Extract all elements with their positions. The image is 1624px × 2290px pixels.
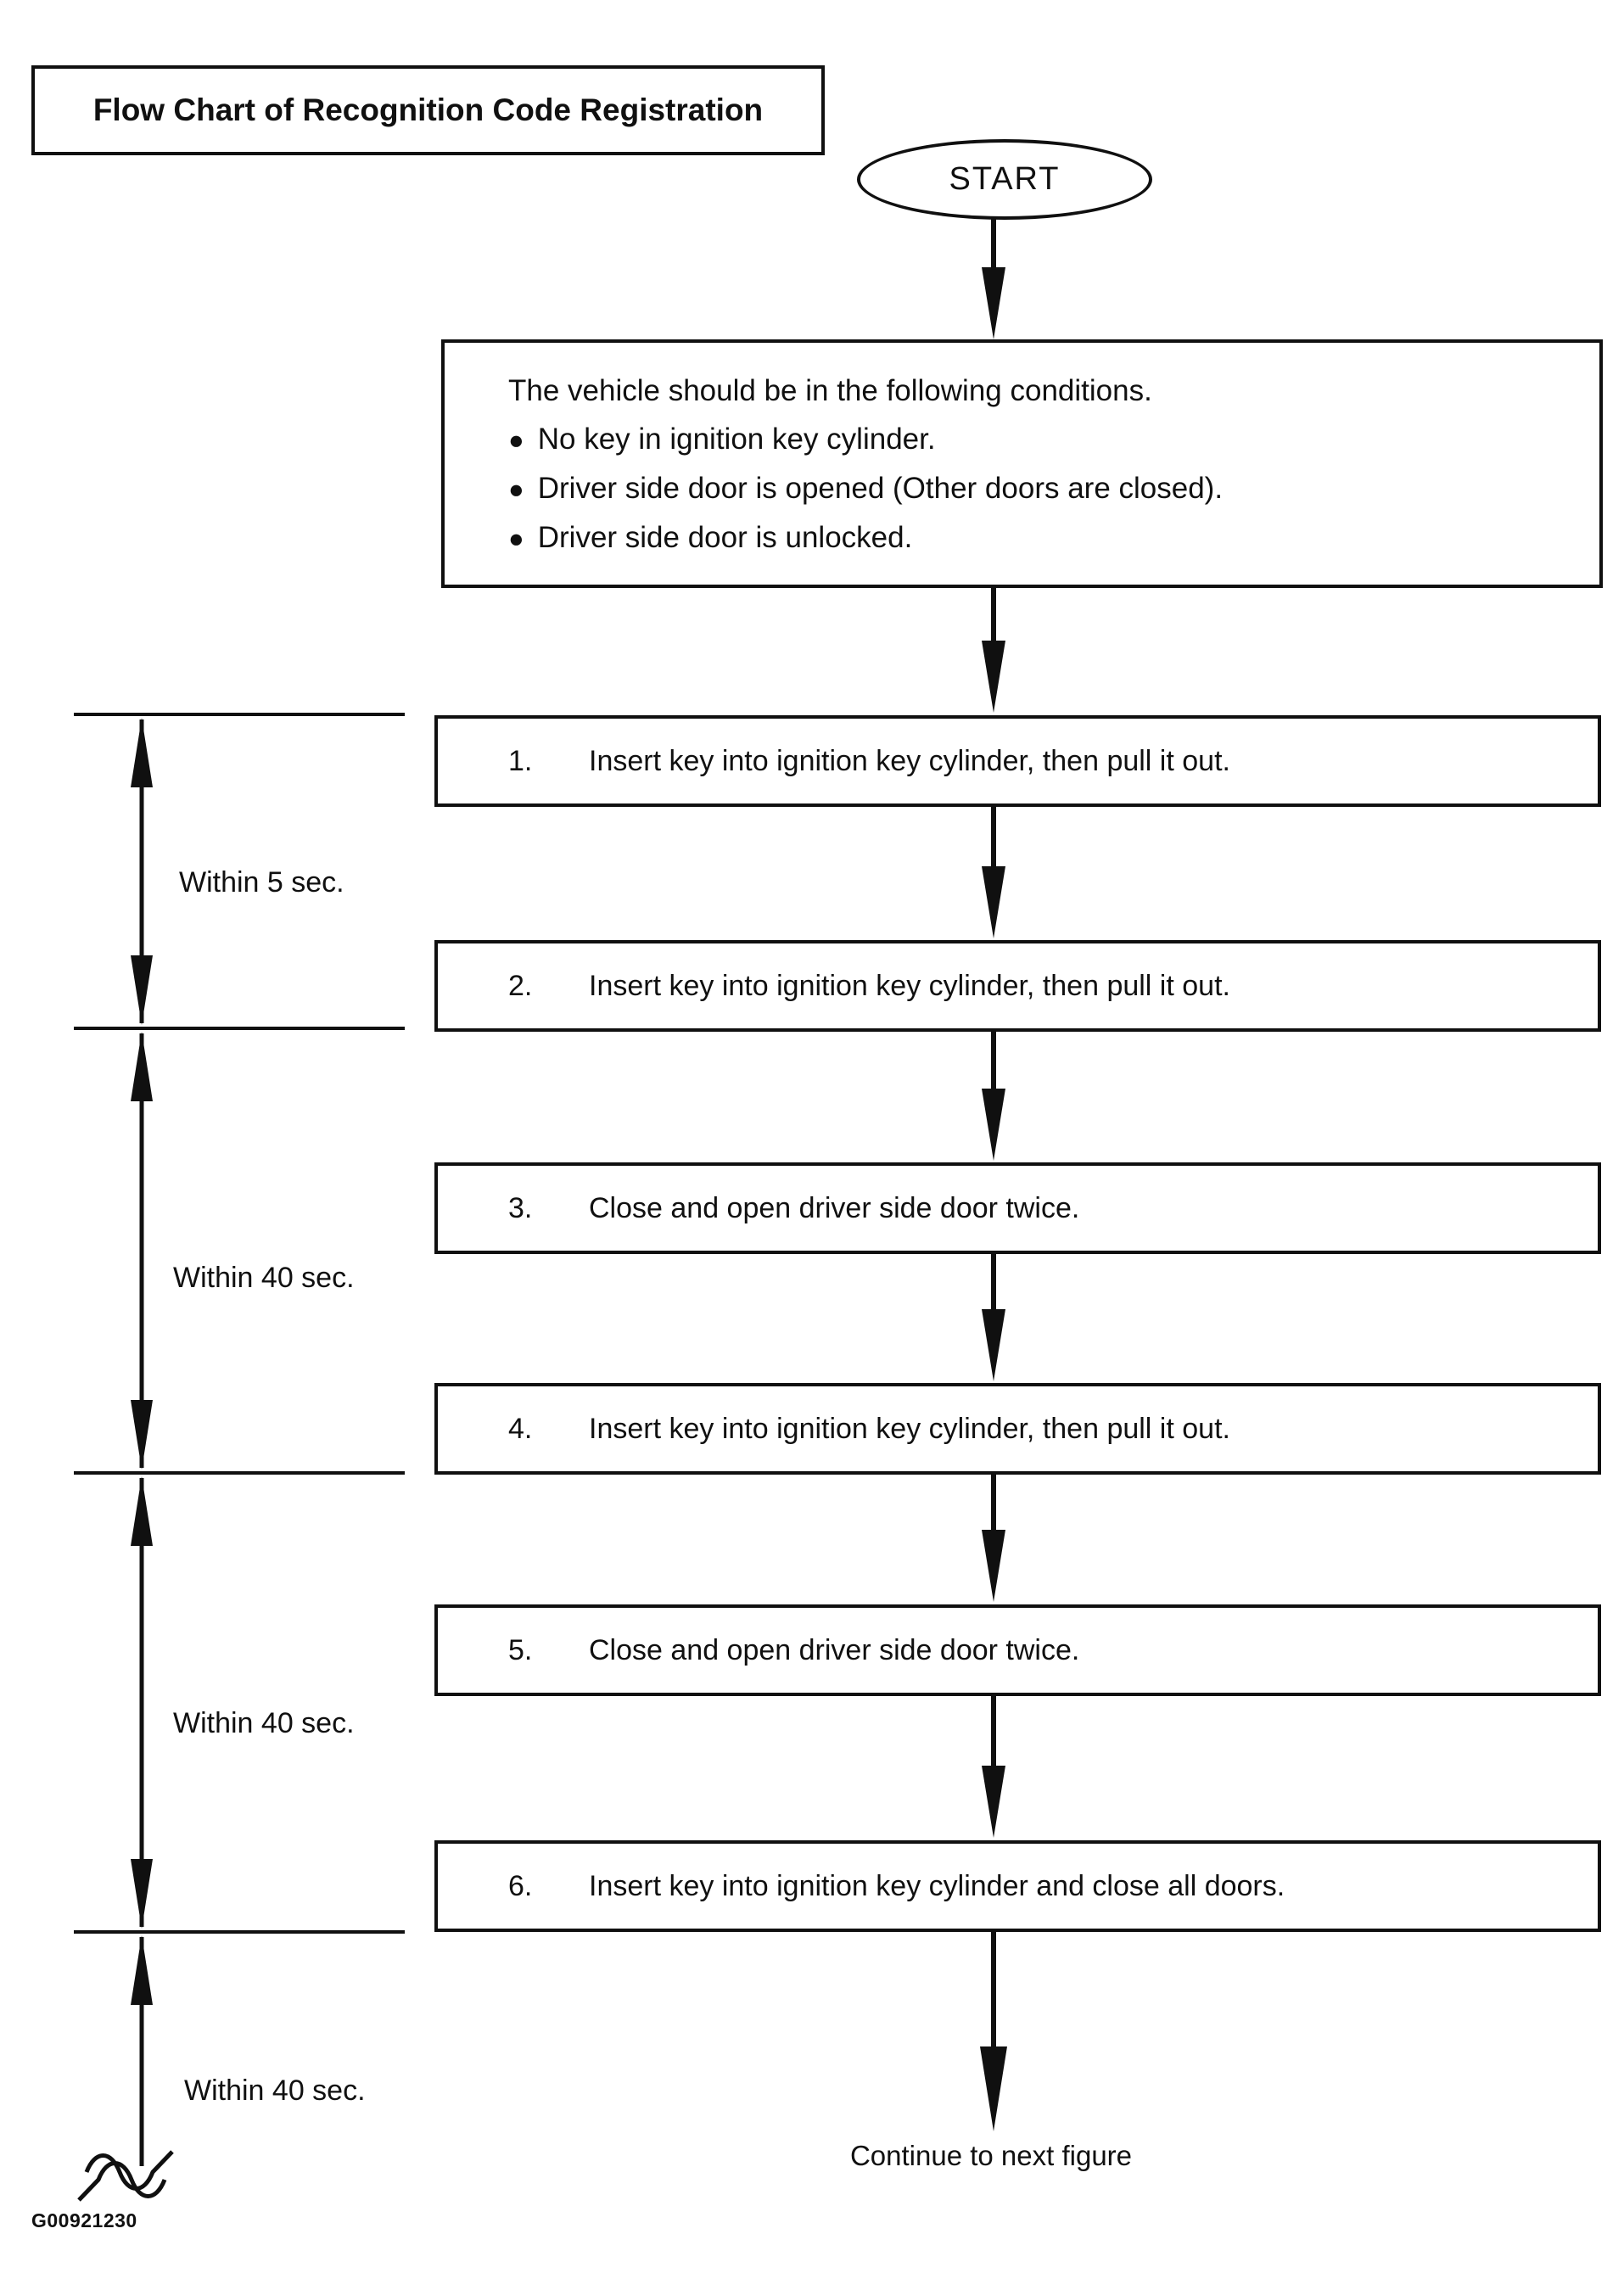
step-number: 3. xyxy=(508,1191,533,1224)
step-number: 5. xyxy=(508,1633,533,1666)
bullet-icon: ● xyxy=(508,425,524,455)
condition-text: Driver side door is unlocked. xyxy=(537,521,913,554)
step-text: Close and open driver side door twice. xyxy=(589,1633,1080,1666)
step-box-5: 5. Close and open driver side door twice… xyxy=(434,1604,1601,1696)
step-text: Insert key into ignition key cylinder, t… xyxy=(589,744,1230,777)
flow-arrow-start-to-conditions xyxy=(982,219,1005,339)
title-box: Flow Chart of Recognition Code Registrat… xyxy=(31,65,825,155)
condition-item: ● Driver side door is opened (Other doors… xyxy=(508,464,1582,513)
step-box-4: 4. Insert key into ignition key cylinder… xyxy=(434,1383,1601,1475)
step-number: 4. xyxy=(508,1412,533,1445)
start-label: START xyxy=(949,161,1061,197)
flow-arrow-step5-to-step6 xyxy=(982,1696,1005,1838)
step-box-2: 2. Insert key into ignition key cylinder… xyxy=(434,940,1601,1032)
start-node: START xyxy=(857,139,1152,220)
step-text: Close and open driver side door twice. xyxy=(589,1191,1080,1224)
timer-label-within-40-sec-2: Within 40 sec. xyxy=(173,1707,355,1739)
conditions-intro: The vehicle should be in the following c… xyxy=(508,374,1152,407)
step-number: 1. xyxy=(508,744,533,777)
figure-code: G00921230 xyxy=(31,2209,137,2231)
flow-arrow-step3-to-step4 xyxy=(982,1254,1005,1381)
timer-arrow-within-40-sec-1 xyxy=(131,1032,153,1470)
flow-arrow-step1-to-step2 xyxy=(982,807,1005,938)
step-text: Insert key into ignition key cylinder, t… xyxy=(589,969,1230,1002)
step-box-3: 3. Close and open driver side door twice… xyxy=(434,1162,1601,1254)
condition-text: Driver side door is opened (Other doors … xyxy=(537,472,1224,505)
flow-arrow-step6-to-continue xyxy=(980,1932,1007,2131)
flow-arrow-step4-to-step5 xyxy=(982,1475,1005,1602)
flow-arrow-step2-to-step3 xyxy=(982,1032,1005,1161)
step-box-1: 1. Insert key into ignition key cylinder… xyxy=(434,715,1601,807)
timer-label-within-40-sec-1: Within 40 sec. xyxy=(173,1262,355,1294)
timer-arrow-within-5-sec xyxy=(131,718,153,1025)
flow-arrow-conditions-to-step1 xyxy=(982,588,1005,713)
page-title: Flow Chart of Recognition Code Registrat… xyxy=(92,92,764,127)
step-number: 6. xyxy=(508,1869,533,1902)
bullet-icon: ● xyxy=(508,474,524,504)
timer-arrow-within-40-sec-2 xyxy=(131,1476,153,1929)
conditions-box: The vehicle should be in the following c… xyxy=(441,339,1603,588)
condition-text: No key in ignition key cylinder. xyxy=(537,423,936,456)
timer-label-within-40-sec-3: Within 40 sec. xyxy=(184,2074,366,2107)
step-text: Insert key into ignition key cylinder an… xyxy=(589,1869,1285,1902)
step-box-6: 6. Insert key into ignition key cylinder… xyxy=(434,1840,1601,1932)
condition-item: ● No key in ignition key cylinder. xyxy=(508,415,1582,464)
timer-label-within-5-sec: Within 5 sec. xyxy=(179,866,344,899)
continue-to-next-figure-label: Continue to next figure xyxy=(849,2140,1133,2171)
bullet-icon: ● xyxy=(508,524,524,553)
step-number: 2. xyxy=(508,969,533,1002)
step-text: Insert key into ignition key cylinder, t… xyxy=(589,1412,1230,1445)
timer-arrow-within-40-sec-3 xyxy=(131,1935,153,2166)
break-squiggle-icon xyxy=(77,2150,174,2202)
condition-item: ● Driver side door is unlocked. xyxy=(508,513,1582,563)
